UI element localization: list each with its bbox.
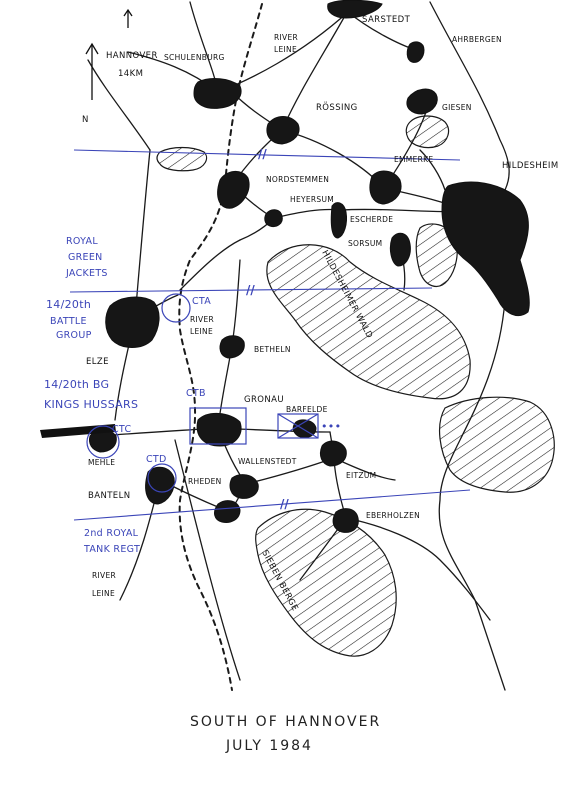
river-bottom-line1: RIVER [92, 571, 116, 580]
hannover-distance: 14KM [118, 69, 143, 79]
ctb-box [189, 407, 247, 445]
label-hildesheim: HILDESHEIM [502, 161, 559, 171]
north-letter: N [82, 115, 89, 125]
label-heyersum: HEYERSUM [290, 195, 334, 204]
forest-small-giesen [405, 115, 450, 149]
town-giesen-marker [406, 88, 438, 115]
river-leine-line [178, 3, 263, 691]
phase-line-mark-1: // [258, 147, 267, 161]
town-betheln-marker [219, 335, 245, 359]
unit-annotations: ROYAL GREEN JACKETS 14/20th BATTLE GROUP… [44, 236, 211, 555]
town-hildesheim-marker [441, 181, 530, 316]
label-sorsum: SORSUM [348, 239, 382, 248]
label-wallenstedt: WALLENSTEDT [238, 457, 297, 466]
label-ahrbergen: AHRBERGEN [452, 35, 502, 44]
callsign-cta: CTA [192, 296, 211, 307]
forest-sieben-berge [255, 508, 397, 657]
rgj-line3: JACKETS [65, 268, 108, 279]
town-esbeck-marker [214, 500, 241, 523]
label-banteln: BANTELN [88, 491, 130, 501]
river-bottom-line2: LEINE [92, 589, 115, 598]
callsign-ctc: CTC [112, 424, 131, 435]
river-top-line2: LEINE [274, 45, 297, 54]
label-emmerke: EMMERKE [394, 155, 433, 164]
town-rossing-marker [266, 116, 300, 145]
label-rossing: RÖSSING [316, 102, 358, 113]
label-betheln: BETHELN [254, 345, 291, 354]
bg-line1: 14/20th [46, 298, 91, 311]
north-arrow: N [82, 8, 133, 125]
map-date: JULY 1984 [225, 738, 313, 754]
label-giesen: GIESEN [442, 103, 472, 112]
town-schulenburg-marker [193, 78, 242, 109]
town-elze-marker [105, 296, 160, 348]
town-rheden-marker [229, 474, 259, 499]
river-labels: RIVER LEINE RIVER LEINE RIVER LEINE [92, 33, 298, 598]
barfelde-box [277, 413, 319, 439]
forest-south-east [439, 396, 555, 493]
town-sorsum-marker [389, 232, 411, 267]
rgj-line2: GREEN [68, 252, 103, 263]
forest-hildesheimer-wald [266, 244, 471, 400]
label-rheden: RHEDEN [188, 477, 222, 486]
river-middle-line1: RIVER [190, 315, 214, 324]
town-sarstedt-marker [327, 0, 383, 19]
kh-line1: 14/20th BG [44, 378, 109, 391]
label-schulenburg: SCHULENBURG [164, 53, 225, 62]
label-elze: ELZE [86, 357, 109, 367]
ctd-circle [147, 463, 177, 493]
callsign-ctd: CTD [146, 454, 167, 465]
ctc-circle [86, 425, 120, 459]
hannover-label: HANNOVER [106, 51, 158, 61]
label-barfelde: BARFELDE [286, 405, 328, 414]
label-sarstedt: SARSTEDT [362, 15, 411, 25]
town-banteln-marker [145, 466, 175, 505]
label-eitzum: EITZUM [346, 471, 376, 480]
label-eberholzen: EBERHOLZEN [366, 511, 420, 520]
river-middle-line2: LEINE [190, 327, 213, 336]
callsign-ctb: CTB [186, 388, 206, 399]
town-emmerke-marker [369, 170, 402, 205]
town-eberholzen-marker [332, 508, 359, 533]
rtr-line2: TANK REGT [83, 544, 140, 555]
forest-small-west [156, 146, 208, 172]
label-mehle: MEHLE [88, 458, 115, 467]
cta-circle [161, 293, 191, 323]
phase-line-mark-2: // [246, 283, 255, 297]
town-markers [89, 0, 530, 533]
town-ahrbergen-marker [406, 41, 425, 63]
town-gronau-marker [196, 413, 242, 447]
forest-areas [156, 115, 555, 657]
bg-line3: GROUP [56, 330, 92, 341]
unit-symbols: ••• [86, 293, 341, 493]
town-wallenstedt-marker [319, 440, 347, 467]
label-gronau: GRONAU [244, 395, 284, 405]
town-heyersum-marker [264, 209, 283, 227]
rtr-line1: 2nd ROYAL [84, 528, 139, 539]
phase-lines: // // // [69, 147, 471, 521]
label-nordstemmen: NORDSTEMMEN [266, 175, 329, 184]
town-escherde-marker [330, 202, 347, 239]
river-top-line1: RIVER [274, 33, 298, 42]
svg-text:•••: ••• [321, 420, 341, 433]
rgj-line1: ROYAL [66, 236, 98, 247]
town-labels: SARSTEDT AHRBERGEN GIESEN SCHULENBURG RÖ… [86, 15, 559, 520]
map-title: SOUTH OF HANNOVER [190, 714, 381, 730]
bg-line2: BATTLE [50, 316, 87, 327]
town-nordstemmen-marker [217, 171, 250, 209]
label-escherde: ESCHERDE [350, 215, 393, 224]
phase-line-mark-3: // [280, 497, 289, 511]
kh-line2: KINGS HUSSARS [44, 398, 138, 411]
